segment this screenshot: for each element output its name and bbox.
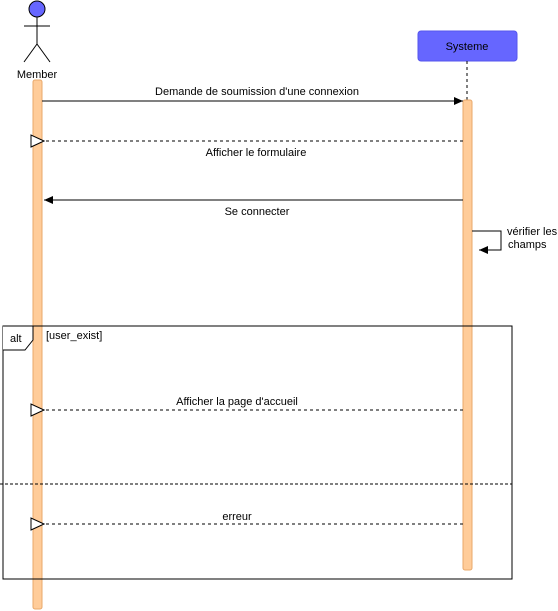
alt-guard-label: [user_exist] bbox=[46, 330, 102, 342]
message-arrow-verifier-champs bbox=[472, 230, 502, 254]
message-label-verifier-line2: champs bbox=[508, 239, 547, 251]
message-label-verifier-line1: vérifier les bbox=[507, 226, 558, 238]
member-actor-icon bbox=[23, 0, 51, 63]
member-label: Member bbox=[17, 69, 58, 81]
message-label-demande-connexion: Demande de soumission d'une connexion bbox=[155, 86, 359, 98]
message-label-erreur: erreur bbox=[222, 511, 252, 523]
alt-operator-tab bbox=[3, 325, 34, 351]
alt-fragment-frame bbox=[2, 325, 513, 580]
alt-operator-label: alt bbox=[10, 333, 22, 345]
message-label-afficher-accueil: Afficher la page d'accueil bbox=[176, 396, 298, 408]
message-label-se-connecter: Se connecter bbox=[225, 206, 290, 218]
systeme-activation-bar bbox=[462, 99, 473, 571]
message-label-afficher-formulaire: Afficher le formulaire bbox=[206, 147, 307, 159]
systeme-label: Systeme bbox=[446, 41, 489, 53]
member-activation-bar bbox=[32, 79, 43, 610]
